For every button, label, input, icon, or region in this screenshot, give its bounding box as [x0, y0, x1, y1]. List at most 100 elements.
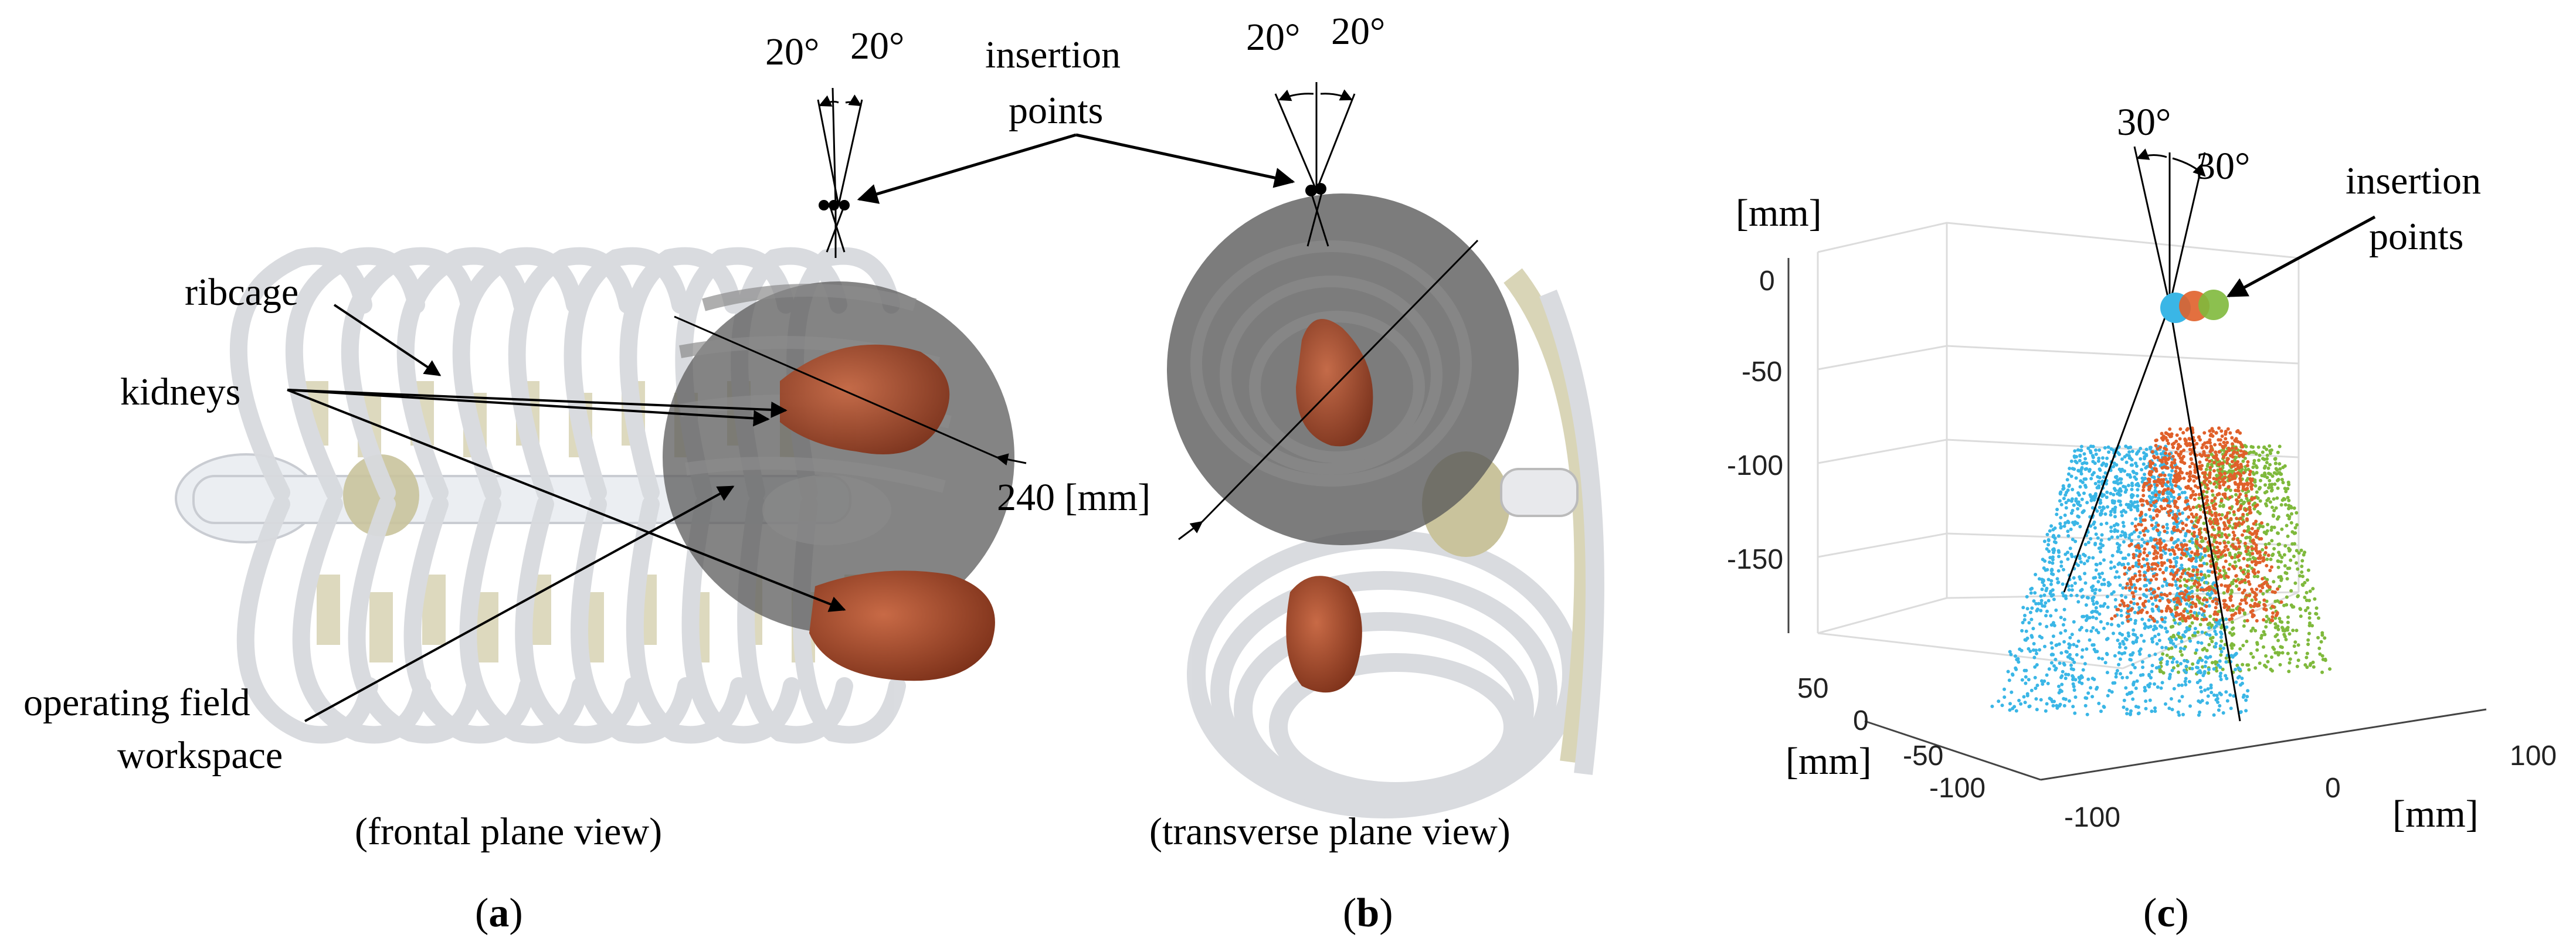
cloud-point — [2131, 591, 2134, 594]
cloud-point — [2211, 570, 2214, 574]
cloud-point — [2186, 427, 2190, 430]
cloud-point — [2234, 522, 2238, 526]
cloud-point — [2246, 460, 2249, 464]
cloud-point — [2244, 488, 2248, 491]
cloud-point — [2252, 522, 2256, 526]
cloud-point — [2247, 668, 2251, 671]
cloud-point — [2171, 642, 2175, 645]
cloud-point — [2245, 695, 2249, 698]
cloud-point — [2235, 498, 2238, 502]
cloud-point — [2293, 507, 2296, 510]
cloud-point — [2025, 630, 2028, 633]
cloud-point — [2229, 706, 2233, 710]
cloud-point — [2109, 525, 2113, 529]
cloud-point — [2190, 537, 2194, 541]
cloud-point — [2146, 542, 2149, 546]
cloud-point — [2300, 570, 2303, 574]
cloud-point — [2167, 456, 2171, 460]
cloud-point — [2034, 602, 2038, 606]
cloud-point — [2193, 631, 2197, 635]
cloud-point — [2224, 674, 2227, 678]
cloud-point — [2255, 619, 2259, 623]
cloud-point — [2259, 589, 2262, 593]
cloud-point — [2251, 552, 2254, 555]
cloud-point — [2245, 517, 2249, 521]
cloud-point — [2136, 679, 2139, 683]
cloud-point — [2061, 487, 2065, 491]
cloud-point — [2097, 631, 2100, 634]
cloud-point — [2124, 586, 2128, 590]
cloud-point — [2200, 454, 2204, 458]
cloud-point — [2281, 465, 2285, 469]
cloud-point — [2030, 689, 2034, 692]
cloud-point — [2128, 544, 2132, 548]
cloud-point — [2147, 619, 2151, 622]
cloud-point — [2098, 546, 2101, 550]
cloud-point — [2208, 429, 2211, 433]
cloud-point — [2134, 705, 2138, 708]
cloud-point — [2263, 465, 2267, 468]
cloud-point — [2048, 696, 2052, 700]
cloud-point — [2151, 640, 2154, 644]
cloud-point — [2123, 455, 2127, 458]
cloud-point — [2308, 611, 2312, 615]
cloud-point — [2201, 446, 2204, 450]
cloud-point — [2116, 478, 2119, 482]
cloud-point — [2168, 559, 2172, 562]
cloud-point — [2175, 660, 2179, 664]
cloud-point — [2201, 630, 2204, 634]
cloud-point — [2302, 553, 2306, 556]
cloud-point — [2169, 553, 2173, 556]
cloud-point — [2246, 572, 2250, 576]
cloud-point — [2166, 492, 2169, 495]
cloud-point — [2170, 536, 2174, 540]
cloud-point — [2135, 528, 2139, 532]
cloud-point — [2227, 485, 2231, 488]
cloud-point — [2217, 438, 2220, 441]
cloud-point — [2222, 549, 2226, 552]
cloud-point — [2083, 572, 2086, 575]
cloud-point — [2218, 476, 2222, 480]
cloud-point — [2255, 464, 2258, 468]
cloud-point — [2227, 541, 2230, 544]
cloud-point — [2256, 575, 2259, 578]
cloud-point — [2143, 627, 2147, 630]
cloud-point — [2281, 627, 2285, 630]
cloud-point — [2195, 648, 2198, 652]
cloud-point — [2244, 542, 2247, 545]
cloud-point — [2106, 505, 2109, 509]
cloud-point — [2316, 636, 2320, 640]
cloud-point — [2218, 704, 2221, 708]
cloud-point — [2085, 603, 2088, 607]
cloud-point — [2073, 712, 2076, 715]
cloud-point — [2099, 468, 2102, 472]
cloud-point — [2027, 621, 2031, 624]
cloud-point — [2195, 442, 2198, 446]
ribcage-label: ribcage — [185, 271, 298, 314]
cloud-point — [2055, 512, 2058, 516]
cloud-point — [2123, 470, 2126, 473]
cloud-point — [2276, 531, 2279, 535]
cloud-point — [2081, 615, 2084, 619]
cloud-point — [2203, 475, 2207, 478]
cloud-point — [2094, 650, 2098, 653]
cloud-point — [2275, 468, 2279, 472]
cloud-point — [2119, 503, 2122, 507]
cloud-point — [2059, 616, 2063, 619]
cloud-point — [2001, 704, 2004, 707]
cloud-point — [2289, 589, 2293, 593]
cloud-point — [2275, 614, 2278, 617]
cloud-point — [2177, 509, 2180, 512]
cloud-point — [2217, 555, 2220, 559]
cloud-point — [2182, 614, 2185, 617]
cloud-point — [2229, 488, 2232, 492]
cloud-point — [2106, 637, 2110, 640]
cloud-point — [2068, 636, 2072, 640]
cloud-point — [2209, 522, 2212, 525]
cloud-point — [2277, 566, 2280, 569]
cloud-point — [2130, 539, 2133, 542]
cloud-point — [2189, 610, 2193, 613]
cloud-point — [2244, 698, 2248, 702]
cloud-point — [2081, 648, 2085, 652]
cloud-point — [2062, 623, 2065, 627]
